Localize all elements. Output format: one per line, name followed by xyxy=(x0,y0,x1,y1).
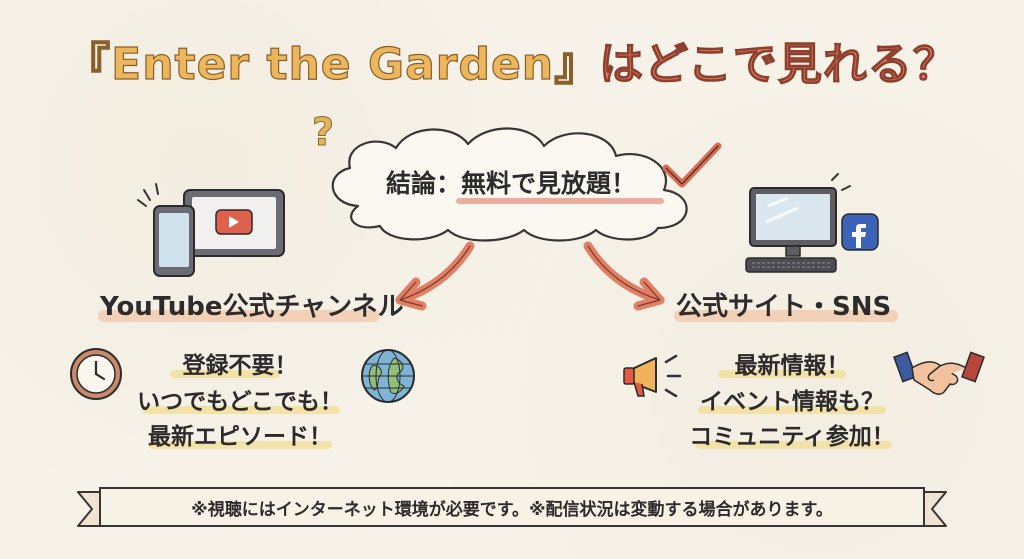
right-line-1: 最新情報！ xyxy=(734,353,850,379)
clock-icon xyxy=(70,348,122,400)
right-line-2: イベント情報も？ xyxy=(700,389,884,415)
left-line-highlight-3 xyxy=(148,441,332,449)
right-line-highlight-3 xyxy=(696,441,892,449)
globe-icon xyxy=(361,349,415,403)
left-line-1: 登録不要！ xyxy=(182,353,298,379)
right-line-3: コミュニティ参加！ xyxy=(689,424,895,450)
page-title: 『Enter the Garden』はどこで見れる？ xyxy=(0,28,1024,92)
question-mark-icon: ? xyxy=(311,110,335,155)
arrow-right-icon xyxy=(583,241,665,311)
left-line-2: いつでもどこでも！ xyxy=(137,389,343,415)
title-part-2: はどこで見れる？ xyxy=(599,38,958,90)
left-line-highlight-2 xyxy=(142,406,340,414)
facebook-icon xyxy=(841,213,879,251)
left-line-3: 最新エピソード！ xyxy=(148,424,332,450)
conclusion-underline xyxy=(456,198,664,204)
disclaimer-text: ※視聴にはインターネット環境が必要です。※配信状況は変動する場合があります。 xyxy=(191,500,833,520)
left-line-highlight-1 xyxy=(170,370,280,378)
arrow-left-icon xyxy=(395,241,475,311)
left-label-highlight xyxy=(98,310,380,322)
right-line-highlight-2 xyxy=(698,406,886,414)
title-part-1: 『Enter the Garden』 xyxy=(66,38,600,90)
note-banner xyxy=(77,487,947,527)
checkmark-icon xyxy=(662,142,722,188)
cloud-shape xyxy=(331,127,688,242)
youtube-channel-label: YouTube公式チャンネル xyxy=(100,292,404,322)
right-label-highlight xyxy=(674,310,898,322)
handshake-icon xyxy=(893,351,985,395)
right-line-highlight-1 xyxy=(718,370,846,378)
conclusion-text: 結論：無料で見放題！ xyxy=(385,169,636,198)
megaphone-icon xyxy=(623,354,682,398)
tablet-phone-icon xyxy=(137,183,285,277)
conclusion-cloud: 結論：無料で見放題！ xyxy=(318,118,708,244)
official-site-sns-label: 公式サイト・SNS xyxy=(676,292,892,322)
desktop-computer-icon xyxy=(745,173,879,273)
